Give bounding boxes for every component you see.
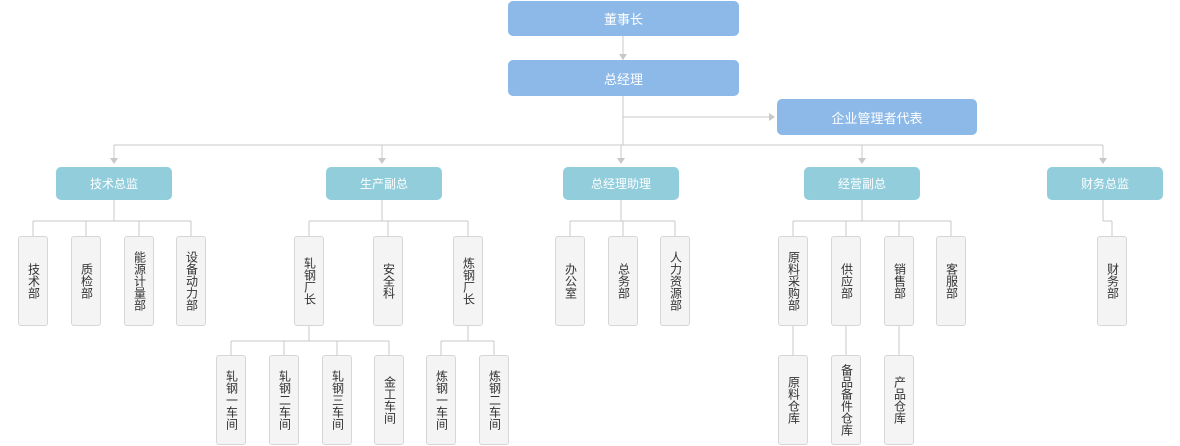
node-general-manager[interactable]: 总经理 — [508, 60, 739, 96]
arrow-head-13 — [858, 158, 866, 164]
arrow-head-1 — [619, 54, 627, 60]
node-product-warehouse[interactable]: 产品仓库 — [884, 355, 914, 445]
arrow-head-7 — [110, 158, 118, 164]
arrow-head-9 — [378, 158, 386, 164]
node-service-dept[interactable]: 客服部 — [936, 236, 966, 326]
node-hr-dept[interactable]: 人力资源部 — [660, 236, 690, 326]
node-sales-dept[interactable]: 销售部 — [884, 236, 914, 326]
arrow-head-4 — [769, 113, 775, 121]
node-tech-director[interactable]: 技术总监 — [56, 167, 172, 200]
node-metalwork-workshop[interactable]: 金工车间 — [374, 355, 404, 445]
node-rolling-workshop-2[interactable]: 轧钢二车间 — [269, 355, 299, 445]
node-raw-warehouse[interactable]: 原料仓库 — [778, 355, 808, 445]
node-supply-dept[interactable]: 供应部 — [831, 236, 861, 326]
node-tech-dept[interactable]: 技术部 — [18, 236, 48, 326]
node-safety-section[interactable]: 安全科 — [373, 236, 403, 326]
node-business-vp[interactable]: 经营副总 — [804, 167, 920, 200]
node-spare-parts-warehouse[interactable]: 备品备件仓库 — [831, 355, 861, 445]
node-rolling-workshop-1[interactable]: 轧钢一车间 — [216, 355, 246, 445]
arrow-head-11 — [617, 158, 625, 164]
node-equipment-dept[interactable]: 设备动力部 — [176, 236, 206, 326]
node-steelmaking-head[interactable]: 炼钢厂长 — [453, 236, 483, 326]
node-steel-workshop-1[interactable]: 炼钢一车间 — [426, 355, 456, 445]
node-finance-director[interactable]: 财务总监 — [1047, 167, 1163, 200]
node-rolling-mill-head[interactable]: 轧钢厂长 — [294, 236, 324, 326]
node-qc-dept[interactable]: 质检部 — [71, 236, 101, 326]
arrow-head-15 — [1099, 158, 1107, 164]
node-steel-workshop-2[interactable]: 炼钢二车间 — [479, 355, 509, 445]
node-finance-dept[interactable]: 财务部 — [1097, 236, 1127, 326]
node-management-representative[interactable]: 企业管理者代表 — [777, 99, 977, 135]
node-rolling-workshop-3[interactable]: 轧钢三车间 — [322, 355, 352, 445]
node-general-affairs[interactable]: 总务部 — [608, 236, 638, 326]
node-production-vp[interactable]: 生产副总 — [326, 167, 442, 200]
node-energy-dept[interactable]: 能源计量部 — [124, 236, 154, 326]
node-raw-purchase[interactable]: 原料采购部 — [778, 236, 808, 326]
node-gm-assistant[interactable]: 总经理助理 — [563, 167, 679, 200]
node-office[interactable]: 办公室 — [555, 236, 585, 326]
node-chairman[interactable]: 董事长 — [508, 1, 739, 36]
